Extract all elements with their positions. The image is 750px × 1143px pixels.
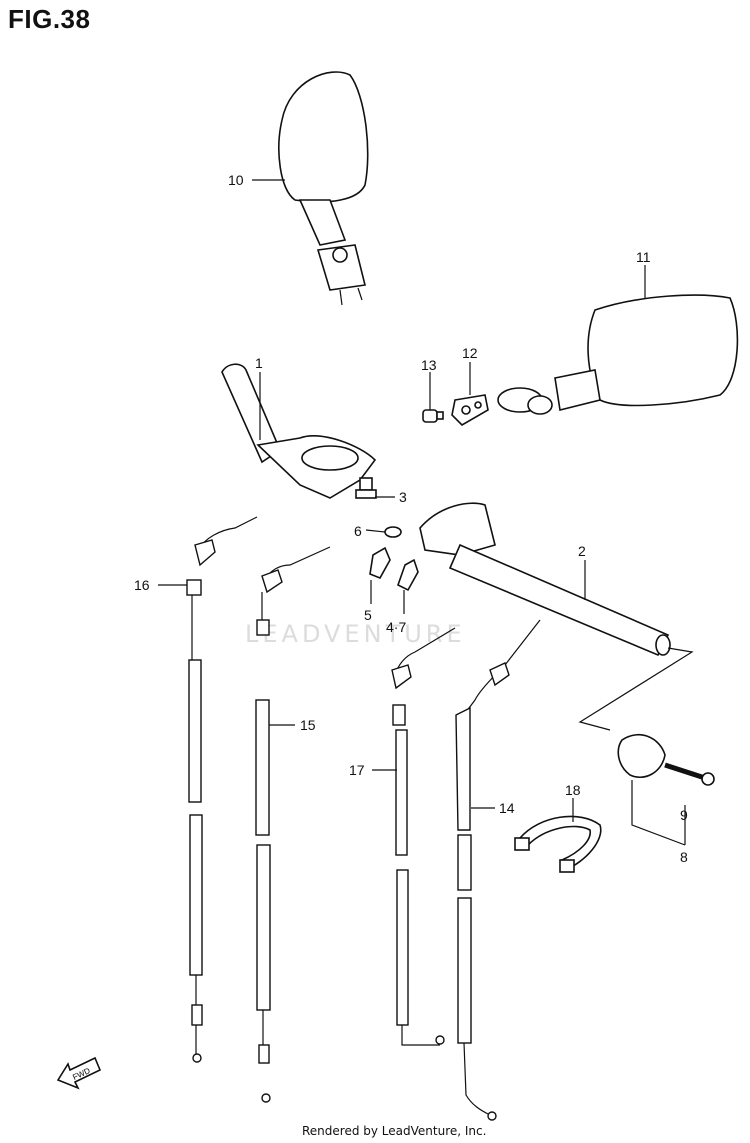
figure-title: FIG.38 <box>8 4 91 34</box>
mirror-left <box>278 71 369 306</box>
watermark: LEADVENTURE <box>245 620 466 648</box>
cable-16 <box>186 516 258 1063</box>
washer-6 <box>384 526 402 538</box>
callout-13: 13 <box>421 357 437 373</box>
bolt-4-7 <box>397 558 419 592</box>
bolt-3 <box>355 477 377 499</box>
callout-16: 16 <box>134 577 150 593</box>
cable-clamp <box>514 815 602 873</box>
callout-10: 10 <box>228 172 244 188</box>
bar-end-weight <box>617 734 666 779</box>
footer-credit: Rendered by LeadVenture, Inc. <box>302 1124 487 1138</box>
fwd-arrow-icon: FWD <box>56 1056 102 1090</box>
callout-14: 14 <box>499 800 515 816</box>
callout-3: 3 <box>399 489 407 505</box>
callout-8: 8 <box>680 849 688 865</box>
callout-6: 6 <box>354 523 362 539</box>
cable-15 <box>255 546 331 1103</box>
cable-14 <box>455 619 541 1121</box>
handlebar-left <box>221 363 377 499</box>
callout-2: 2 <box>578 543 586 559</box>
callout-5: 5 <box>364 607 372 623</box>
cable-17 <box>391 627 456 1046</box>
bolt-5 <box>369 546 391 580</box>
mirror-plate <box>451 394 489 426</box>
callout-12: 12 <box>462 345 478 361</box>
callout-leaders <box>158 179 646 822</box>
callout-17: 17 <box>349 762 365 778</box>
callout-15: 15 <box>300 717 316 733</box>
mirror-nut <box>422 409 444 423</box>
handlebar-right <box>419 502 671 657</box>
callout-18: 18 <box>565 782 581 798</box>
screw-9 <box>664 762 715 786</box>
callout-9: 9 <box>680 807 688 823</box>
mirror-right <box>497 294 739 415</box>
callout-1: 1 <box>255 355 263 371</box>
callout-4-7: 4·7 <box>386 619 406 635</box>
callout-11: 11 <box>636 249 651 265</box>
